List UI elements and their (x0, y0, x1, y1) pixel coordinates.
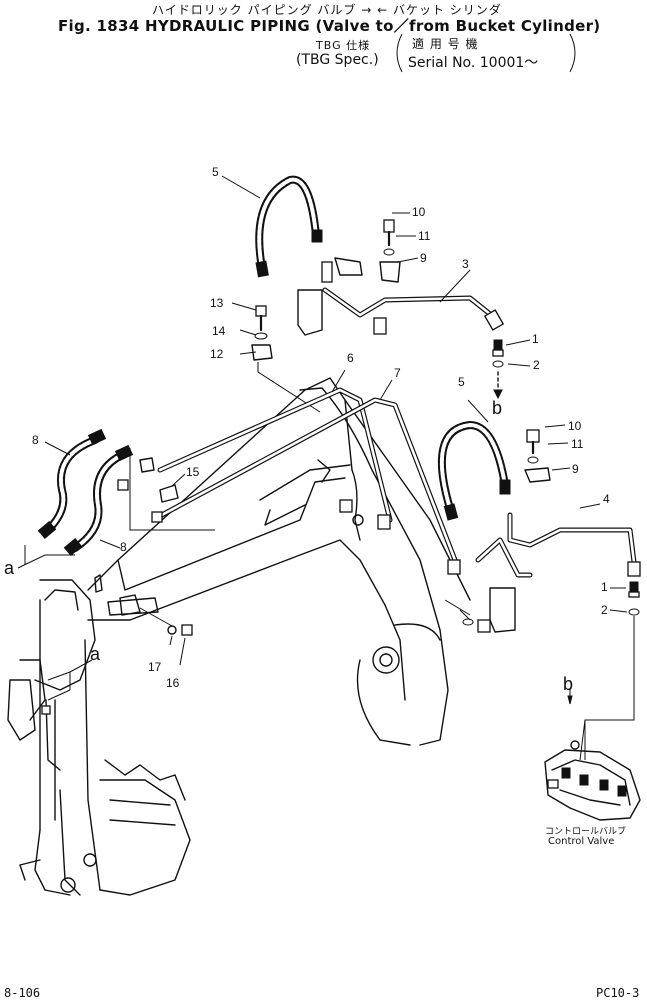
bolt-13-washer-14-clamp-12 (251, 305, 321, 413)
callout-10: 10 (412, 205, 426, 219)
footer-model: PC10-3 (596, 986, 640, 1000)
tbg-spec-japanese: TBG 仕様 (316, 39, 371, 52)
callout-13: 13 (210, 296, 224, 310)
callout-7: 7 (394, 366, 401, 380)
leader-lines-top (221, 175, 531, 367)
callout-3: 3 (462, 257, 469, 271)
control-valve-label-japanese: コントロールバルブ (545, 827, 627, 837)
control-valve (544, 688, 641, 821)
figure-title: Fig. 1834 HYDRAULIC PIPING (Valve to／fro… (58, 17, 601, 35)
callout-17: 17 (148, 660, 162, 674)
callout-2: 2 (533, 358, 540, 372)
callout-15: 15 (186, 465, 200, 479)
callout-14: 14 (212, 324, 226, 338)
callout-1: 1 (532, 332, 539, 346)
control-valve-label: Control Valve (548, 836, 615, 847)
fitting-1-2-lower (584, 581, 640, 760)
middle-fittings (339, 499, 491, 633)
pipe-4 (475, 424, 641, 633)
pipe-3 (297, 219, 505, 336)
label-b-valve: b (563, 674, 574, 694)
callout-5-lower: 5 (458, 375, 465, 389)
callout-10-lower: 10 (568, 419, 582, 433)
callout-5: 5 (212, 165, 219, 179)
clamps-15 (94, 448, 215, 666)
callout-1-lower: 1 (601, 580, 608, 594)
hose-5-lower (437, 399, 511, 521)
label-a-hoses: a (4, 558, 15, 578)
callout-11-lower: 11 (571, 437, 584, 451)
pipe-6 (157, 387, 393, 523)
arm-and-bucket (7, 579, 191, 896)
fitting-1-2-top (492, 339, 504, 400)
footer-page-number: 8-106 (4, 986, 41, 1000)
boom-outline (87, 377, 471, 746)
serial-brackets (396, 33, 576, 73)
callout-12: 12 (210, 347, 224, 361)
hoses-8 (17, 428, 134, 569)
tbg-spec: (TBG Spec.) (296, 52, 379, 68)
label-b-top: b (492, 398, 503, 418)
japanese-title: ハイドロリック パイピング バルブ → ← バケット シリンダ (152, 3, 502, 17)
callout-16: 16 (166, 676, 180, 690)
hose-5-top (255, 175, 323, 278)
callout-4: 4 (603, 492, 610, 506)
callout-8-bottom: 8 (120, 540, 127, 554)
callout-9: 9 (420, 251, 427, 265)
serial-number: Serial No. 10001～ (408, 55, 539, 71)
leader-a-arm (41, 659, 93, 715)
callout-8-top: 8 (32, 433, 39, 447)
pipe-7 (157, 397, 458, 563)
callout-6: 6 (347, 351, 354, 365)
callout-9-lower: 9 (572, 462, 579, 476)
callout-11: 11 (418, 229, 431, 243)
serial-japanese: 適 用 号 機 (412, 37, 479, 51)
label-a-arm: a (90, 644, 101, 664)
callout-2-lower: 2 (601, 603, 608, 617)
